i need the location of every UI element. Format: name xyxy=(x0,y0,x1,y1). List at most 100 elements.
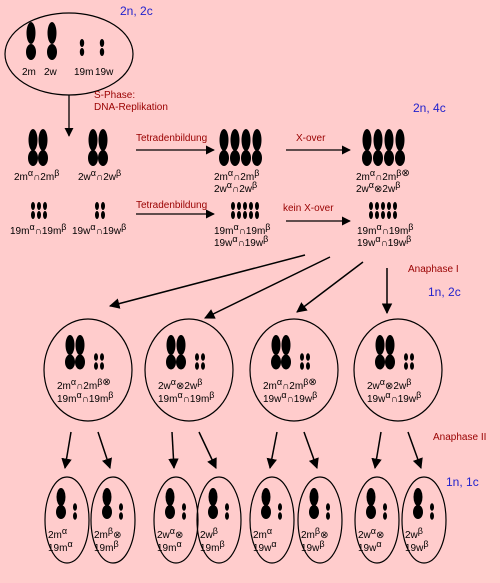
replicated-2m xyxy=(28,129,48,166)
crossover-label: X-over xyxy=(296,133,326,144)
dyad-label-small: 19wα∩19wβ xyxy=(367,390,421,405)
dyad-label-big: 2mα∩2mβ⊗ xyxy=(263,377,317,392)
gamete-label-small: 19wβ xyxy=(405,539,429,554)
gamete-cell-membrane xyxy=(196,476,242,564)
tetrad-label-1: Tetradenbildung xyxy=(136,133,207,144)
start-label-19m: 19m xyxy=(74,67,93,78)
gamete-cell-6: 2mβ⊗19wβ xyxy=(297,476,343,564)
dyad-label-big: 2mα∩2mβ⊗ xyxy=(57,377,111,392)
ploidy-label-top: 2n, 2c xyxy=(120,4,153,18)
gamete-label-small: 19wα xyxy=(253,539,277,554)
dyad-label-big: 2wα⊗2wβ xyxy=(367,377,411,392)
gamete-label-big: 2wα⊗ xyxy=(358,526,384,541)
dyad-label-small: 19mα∩19mβ xyxy=(57,390,113,405)
gamete-cell-membrane xyxy=(249,476,295,564)
start-cell-chromosomes xyxy=(26,22,105,60)
tetrad-2-label-w: 2wα∩2wβ xyxy=(214,180,257,195)
dyad-cell-membrane xyxy=(353,318,443,422)
gamete-cell-membrane xyxy=(354,476,400,564)
svg-text:2wα∩2wβ: 2wα∩2wβ xyxy=(78,168,121,183)
anaphase1-arrow-2 xyxy=(204,256,331,319)
gamete-cell-membrane xyxy=(297,476,343,564)
crossover-2-label-w: 2wα⊗2wβ xyxy=(356,180,400,195)
dyad-cell-3: 2mα∩2mβ⊗19wα∩19wβ xyxy=(249,318,339,422)
anaphase2-arrow xyxy=(407,431,423,469)
anaphase2-arrow xyxy=(303,431,319,469)
start-label-2m: 2m xyxy=(22,67,36,78)
anaphase1-label: Anaphase I xyxy=(408,264,459,275)
gamete-cell-7: 2wα⊗19wα xyxy=(354,476,400,564)
gamete-cell-membrane xyxy=(90,476,136,564)
anaphase1-products: 2mα∩2mβ⊗19mα∩19mβ2wα⊗2wβ19mα∩19mβ2mα∩2mβ… xyxy=(43,318,443,422)
dyad-cell-membrane xyxy=(43,318,133,422)
chromosome-19w xyxy=(99,39,105,47)
tetrad-2-chromosomes xyxy=(219,129,262,166)
gamete-label-small: 19mβ xyxy=(94,539,119,554)
dyad-label-small: 19mα∩19mβ xyxy=(158,390,214,405)
gamete-label-small: 19wβ xyxy=(301,539,325,554)
start-cell xyxy=(4,12,134,96)
gamete-cell-membrane xyxy=(44,476,90,564)
tetrad-19-chromosomes xyxy=(231,202,259,219)
dyad-cell-membrane xyxy=(249,318,339,422)
chromosome-19m xyxy=(79,39,85,47)
anaphase1-arrow-3 xyxy=(296,261,364,313)
gamete-label-big: 2wα⊗ xyxy=(157,526,183,541)
s-phase-sublabel: DNA-Replikation xyxy=(94,102,168,113)
anaphase2-arrow xyxy=(97,431,112,469)
svg-text:2mα∩2mβ: 2mα∩2mβ xyxy=(14,168,59,183)
label-2w-sisters: 2wα∩2wβ xyxy=(78,168,121,183)
anaphase2-label: Anaphase II xyxy=(433,432,486,443)
start-label-19w: 19w xyxy=(95,67,114,78)
gamete-cell-3: 2wα⊗19mα xyxy=(153,476,199,564)
gamete-label-big: 2mβ⊗ xyxy=(301,526,328,541)
gamete-label-small: 19mβ xyxy=(200,539,225,554)
no-crossover-label: kein X-over xyxy=(283,203,334,214)
label-19m-sisters: 19mα∩19mβ xyxy=(10,222,66,237)
tetrad-19-label-w: 19wα∩19wβ xyxy=(214,234,268,249)
gamete-cell-2: 2mβ⊗19mβ xyxy=(90,476,136,564)
dyad-cell-1: 2mα∩2mβ⊗19mα∩19mβ xyxy=(43,318,133,422)
anaphase2-arrow xyxy=(168,431,179,470)
start-label-2w: 2w xyxy=(44,67,58,78)
gamete-label-big: 2mβ⊗ xyxy=(94,526,121,541)
anaphase2-arrow xyxy=(266,431,278,470)
dyad-cell-membrane xyxy=(144,318,234,422)
gamete-label-big: 2mα xyxy=(253,526,272,541)
gamete-label-big: 2wβ xyxy=(200,526,218,541)
anaphase2-arrow xyxy=(371,431,382,470)
dyad-label-big: 2wα⊗2wβ xyxy=(158,377,202,392)
crossover-2-chromosomes xyxy=(362,129,405,166)
tetrad-2-label-m: 2mα∩2mβ xyxy=(214,168,259,183)
chromosome-2w xyxy=(47,22,57,44)
crossover-2-label-m: 2mα∩2mβ⊗ xyxy=(356,168,410,183)
dyad-label-small: 19wα∩19wβ xyxy=(263,390,317,405)
ploidy-label-after-s: 2n, 4c xyxy=(413,101,446,115)
anaphase1-arrow-1 xyxy=(108,254,306,309)
gamete-label-big: 2wβ xyxy=(405,526,423,541)
label-19w-sisters: 19wα∩19wβ xyxy=(72,222,126,237)
ploidy-label-after-anaphase1: 1n, 2c xyxy=(428,285,461,299)
crossover-19-label-w: 19wα∩19wβ xyxy=(357,234,411,249)
anaphase2-arrow xyxy=(198,431,217,469)
anaphase2-arrows xyxy=(61,431,423,470)
gamete-label-small: 19mα xyxy=(157,539,182,554)
chromosome-2m xyxy=(26,22,36,44)
anaphase2-arrow xyxy=(61,431,72,470)
ploidy-label-after-anaphase2: 1n, 1c xyxy=(446,475,479,489)
gamete-label-big: 2mα xyxy=(48,526,67,541)
gamete-cell-membrane xyxy=(153,476,199,564)
replicated-19w xyxy=(95,202,105,219)
crossover-19-chromosomes xyxy=(369,202,397,219)
gamete-label-small: 19wα xyxy=(358,539,382,554)
gamete-cell-membrane xyxy=(401,476,447,564)
gamete-label-small: 19mα xyxy=(48,539,73,554)
tetrad-19-label-m: 19mα∩19mβ xyxy=(214,222,270,237)
